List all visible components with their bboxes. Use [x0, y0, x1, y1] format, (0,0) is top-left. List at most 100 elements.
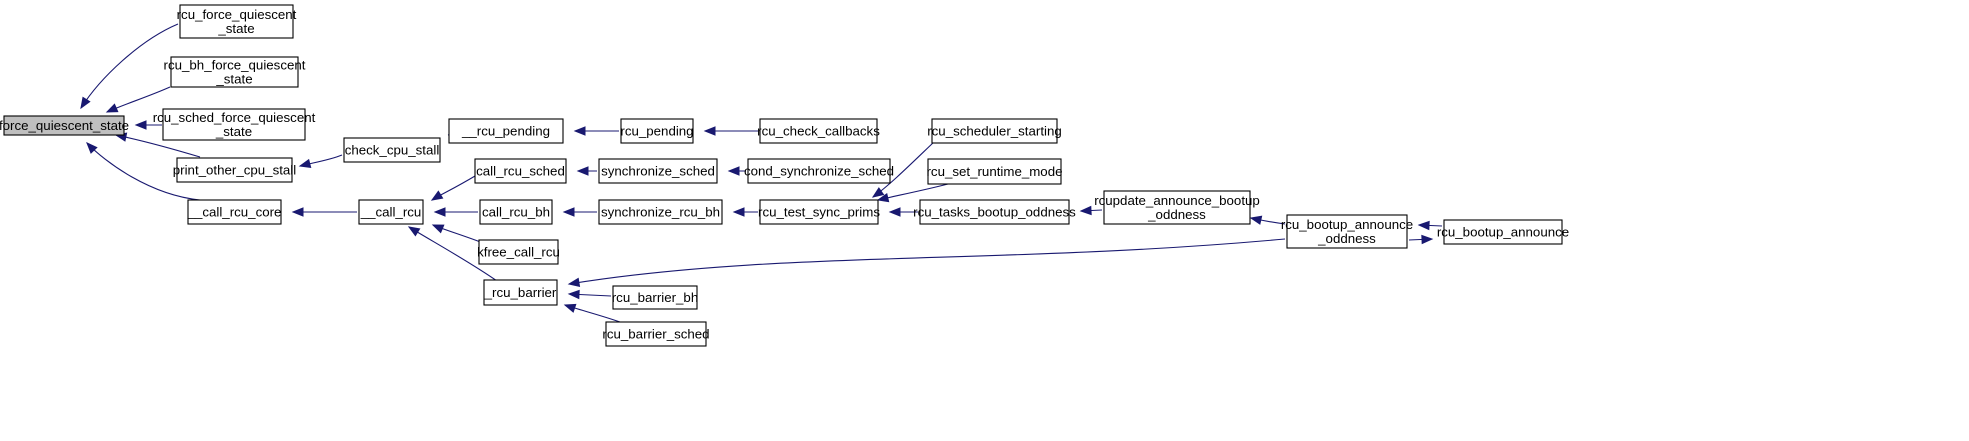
node-label: _oddness	[1317, 231, 1376, 246]
node-box	[927, 158, 1062, 185]
arrowhead	[1417, 220, 1430, 231]
edge-rcu_fqs-to-fqs	[80, 23, 179, 110]
node-box	[343, 137, 441, 163]
edge-kfree_call_rcu-to-call_rcu	[431, 224, 484, 244]
node-box	[3, 115, 125, 136]
node-box	[620, 118, 694, 144]
node-label: print_other_cpu_stall	[173, 163, 296, 178]
node-rcu-fqs[interactable]: rcu_force_quiescent_state	[177, 4, 297, 39]
node-box	[187, 199, 282, 225]
node-check-stall[interactable]: check_cpu_stall	[343, 137, 441, 163]
arrowhead	[1249, 215, 1263, 225]
node-set-runtime[interactable]: rcu_set_runtime_mode	[927, 158, 1063, 185]
node-call-rcu[interactable]: __call_rcu	[358, 199, 424, 225]
node-barrier-bh[interactable]: rcu_barrier_bh	[612, 285, 698, 310]
node-box	[179, 4, 294, 39]
node-rcu-sched-fqs[interactable]: rcu_sched_force_quiescent_state	[153, 108, 316, 141]
arrowhead	[86, 142, 98, 154]
node-box	[176, 157, 293, 183]
node-rcu-pending[interactable]: rcu_pending	[620, 118, 694, 144]
node-poc[interactable]: print_other_cpu_stall	[173, 157, 296, 183]
edge-bootup_oddness-to-rcu_barrier_int	[567, 238, 1286, 288]
edge-call_rcu_bh-to-call_rcu	[433, 207, 478, 217]
arrowhead	[576, 166, 589, 176]
edge-rcupdate_oddness-to-tasks_oddness	[1079, 205, 1103, 216]
edge-bootup_announce-to-bootup_oddness	[1417, 220, 1443, 231]
edge-rcu_test_sync-to-sync_rcu_bh	[732, 207, 758, 217]
edge-rcu_bh_fqs-to-fqs	[105, 86, 171, 113]
node-box	[1443, 219, 1563, 245]
node-kfree-call-rcu[interactable]: kfree_call_rcu	[477, 239, 560, 265]
arrowhead	[563, 303, 577, 313]
node-cond-sync-sched[interactable]: cond_synchronize_sched	[744, 158, 894, 184]
node-barrier-sched[interactable]: rcu_barrier_sched	[602, 321, 710, 347]
node-call-rcu-sched[interactable]: call_rcu_sched	[474, 158, 567, 184]
arrowhead	[407, 226, 421, 237]
edge-call_core-to-fqs	[86, 142, 201, 201]
edge-call_rcu_sched-to-call_rcu	[430, 175, 476, 201]
edge-rcu_check_cb-to-rcu_pending	[703, 126, 758, 136]
arrowhead	[433, 207, 446, 217]
node-tasks-oddness[interactable]: rcu_tasks_bootup_oddness	[913, 199, 1076, 225]
node-box	[448, 118, 564, 144]
node-rcupdate-oddness[interactable]: rcupdate_announce_bootup_oddness	[1094, 190, 1260, 225]
node-label: cond_synchronize_sched	[744, 164, 894, 179]
node-label: _state	[215, 72, 252, 87]
edge-line	[568, 238, 1286, 285]
node-label: synchronize_rcu_bh	[601, 205, 720, 220]
arrowhead	[431, 224, 445, 234]
edge-line	[80, 23, 179, 109]
node-label: _rcu_barrier	[484, 285, 557, 300]
node-box	[162, 108, 306, 141]
edge-bootup_oddness-to-bootup_announce	[1408, 234, 1434, 245]
arrowhead	[703, 126, 716, 136]
node-call-core[interactable]: __call_rcu_core	[187, 199, 282, 225]
node-box	[919, 199, 1070, 225]
node-rcu-check-cb[interactable]: rcu_check_callbacks	[757, 118, 880, 144]
node-label: rcu_barrier_bh	[612, 290, 698, 305]
arrowhead	[298, 158, 312, 169]
node-bootup-announce[interactable]: rcu_bootup_announce	[1437, 219, 1569, 245]
node-label: rcu_bh_force_quiescent	[164, 58, 306, 73]
node-label: kfree_call_rcu	[477, 245, 560, 260]
node-box	[474, 158, 567, 184]
node-sync-rcu-bh[interactable]: synchronize_rcu_bh	[598, 199, 723, 225]
node-rcu-pending-int[interactable]: __rcu_pending	[448, 118, 564, 144]
node-box	[612, 285, 698, 310]
edge-sync_rcu_bh-to-call_rcu_bh	[562, 207, 597, 217]
node-rcu-barrier-int[interactable]: _rcu_barrier	[483, 279, 558, 306]
node-label: rcu_bootup_announce	[1281, 217, 1413, 232]
node-box	[598, 199, 723, 225]
node-label: rcu_set_runtime_mode	[927, 164, 1063, 179]
node-label: call_rcu_sched	[476, 164, 565, 179]
node-box	[483, 279, 558, 306]
edge-rcu_barrier_int-to-call_rcu	[407, 226, 498, 282]
node-label: __call_rcu	[360, 205, 422, 220]
node-call-rcu-bh[interactable]: call_rcu_bh	[479, 199, 553, 225]
node-sched-starting[interactable]: rcu_scheduler_starting	[927, 118, 1062, 144]
edge-sched_starting-to-rcu_test_sync	[871, 140, 936, 198]
node-label: rcu_pending	[620, 124, 693, 139]
node-fqs[interactable]: force_quiescent_state	[0, 115, 129, 136]
node-label: synchronize_sched	[601, 164, 715, 179]
arrowhead	[562, 207, 575, 217]
node-box	[759, 118, 878, 144]
node-label: _state	[215, 124, 252, 139]
node-box	[931, 118, 1058, 144]
arrowhead	[134, 120, 147, 130]
node-label: check_cpu_stall	[345, 143, 440, 158]
node-box	[478, 239, 559, 265]
edge-call_rcu-to-call_core	[291, 207, 357, 217]
node-rcu-bh-fqs[interactable]: rcu_bh_force_quiescent_state	[164, 56, 306, 88]
node-bootup-oddness[interactable]: rcu_bootup_announce_oddness	[1281, 214, 1413, 249]
edge-barrier_sched-to-rcu_barrier_int	[563, 303, 621, 323]
arrowhead	[567, 277, 581, 288]
node-rcu-test-sync[interactable]: rcu_test_sync_prims	[758, 199, 880, 225]
node-sync-sched[interactable]: synchronize_sched	[598, 158, 718, 184]
node-label: rcu_sched_force_quiescent	[153, 110, 316, 125]
arrowhead	[876, 192, 890, 203]
arrowhead	[567, 289, 580, 300]
node-label: _oddness	[1147, 207, 1206, 222]
arrowhead	[573, 126, 586, 136]
